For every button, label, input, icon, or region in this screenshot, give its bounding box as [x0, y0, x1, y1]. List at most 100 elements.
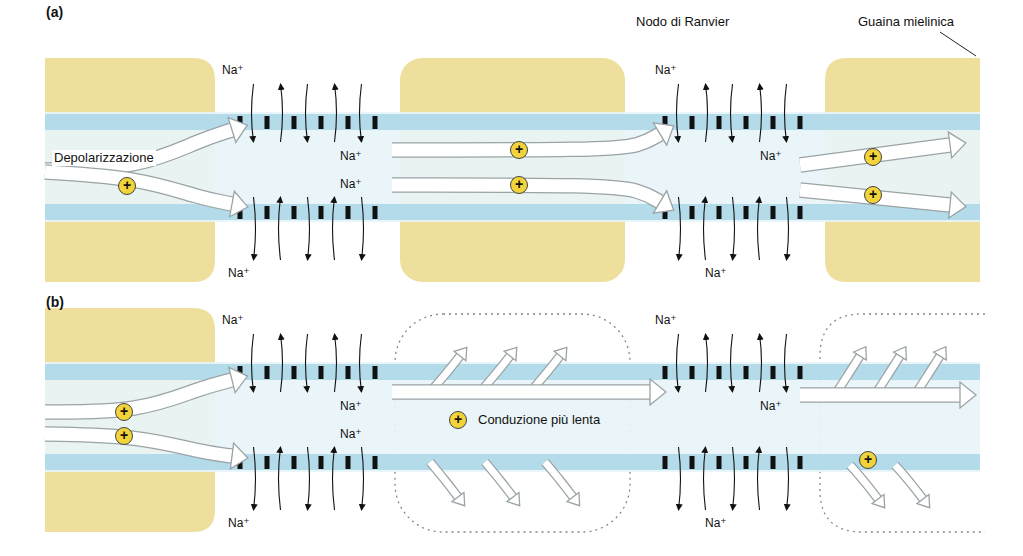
ion-channel — [319, 456, 324, 469]
ion-label: Na⁺ — [760, 148, 782, 164]
ion-channel — [690, 456, 695, 469]
current-arrow-head — [960, 382, 976, 408]
current-arrow-outline — [800, 145, 950, 165]
ion-flow-arrow — [281, 334, 283, 392]
current-arrow — [45, 367, 248, 412]
current-arrow — [800, 190, 966, 218]
channels-and-currents — [45, 84, 976, 510]
current-arrow-body — [45, 172, 232, 204]
current-arrow-head — [872, 494, 885, 507]
ion-flow-arrow — [785, 334, 787, 392]
current-arrow — [45, 434, 248, 469]
ion-flow-arrow — [333, 447, 335, 510]
ion-label: Na⁺ — [705, 515, 727, 531]
current-arrow-head — [554, 347, 567, 360]
ion-channel — [373, 456, 378, 469]
ion-flow-arrow — [679, 197, 681, 260]
current-arrow-body — [430, 462, 458, 497]
axon — [45, 112, 980, 222]
ion-flow-arrow — [306, 84, 308, 142]
ion-flow-arrow — [360, 334, 362, 392]
part-label: Nodo di Ranvier — [636, 14, 729, 30]
ion-channel — [798, 456, 803, 469]
ion-label: Na⁺ — [228, 515, 250, 531]
ion-flow-arrow — [706, 334, 708, 392]
current-arrow — [895, 465, 930, 508]
current-arrow-head — [504, 347, 517, 360]
ion-label: Na⁺ — [705, 265, 727, 281]
ion-channel — [717, 206, 722, 219]
panel-b — [45, 308, 985, 532]
charge-marker: + — [864, 186, 882, 204]
ion-flow-arrow — [335, 334, 337, 392]
current-arrow-head — [452, 492, 465, 505]
part-label: Depolarizzazione — [52, 150, 156, 166]
axon-membrane — [45, 204, 980, 220]
ion-flow-arrow — [279, 447, 281, 510]
current-arrow-outline — [430, 462, 458, 497]
ion-channel — [717, 366, 722, 379]
ion-channel — [798, 366, 803, 379]
ion-channel — [346, 456, 351, 469]
ion-channel — [690, 206, 695, 219]
ion-flow-arrow — [731, 84, 733, 142]
leader-line — [940, 32, 976, 56]
current-arrow-head — [230, 443, 247, 469]
ion-channel — [744, 366, 749, 379]
ion-channel — [373, 206, 378, 219]
charge-marker: + — [510, 176, 528, 194]
ion-channel — [717, 456, 722, 469]
current-arrow-body — [545, 462, 573, 497]
ion-channel — [690, 116, 695, 129]
ion-channel — [265, 456, 270, 469]
charge-marker: + — [115, 427, 133, 445]
ion-label: Na⁺ — [222, 312, 244, 328]
ion-channel — [373, 366, 378, 379]
ion-flow-arrow — [362, 447, 364, 510]
current-arrow — [392, 379, 666, 405]
ion-channel — [744, 456, 749, 469]
ion-flow-arrow — [760, 84, 762, 142]
ion-label: Na⁺ — [340, 398, 362, 414]
ion-flow-arrow — [677, 84, 679, 142]
current-arrow-head — [653, 123, 673, 145]
ion-channel — [771, 456, 776, 469]
panel-letter: (a) — [46, 4, 63, 20]
ion-channel — [690, 366, 695, 379]
current-arrow-head — [229, 367, 248, 392]
ion-channel — [265, 206, 270, 219]
current-arrow-head — [854, 347, 867, 360]
current-arrow-body — [45, 380, 232, 412]
ion-flow-arrow — [281, 84, 283, 142]
current-arrow-outline — [45, 434, 232, 456]
ion-channel — [744, 206, 749, 219]
ion-flow-arrow — [706, 84, 708, 142]
current-arrow-head — [567, 492, 580, 505]
current-arrow-body — [850, 465, 878, 499]
charge-marker: + — [118, 177, 136, 195]
ion-flow-arrow — [279, 197, 281, 260]
ion-channel — [771, 366, 776, 379]
axon-membrane — [45, 114, 980, 130]
current-arrow-head — [934, 347, 947, 360]
current-arrow-head — [228, 118, 247, 143]
current-arrow — [800, 382, 976, 408]
ion-flow-arrow — [787, 197, 789, 260]
current-arrow — [430, 462, 465, 506]
ion-flow-arrow — [785, 84, 787, 142]
ion-channel — [346, 366, 351, 379]
ion-label: Na⁺ — [222, 62, 244, 78]
charge-marker: + — [859, 451, 877, 469]
ion-channel — [265, 366, 270, 379]
current-arrow-body — [392, 386, 650, 399]
current-arrow-outline — [45, 172, 232, 204]
part-label: Guaina mielinica — [858, 14, 954, 30]
ion-channel — [663, 456, 668, 469]
ion-flow-arrow — [677, 334, 679, 392]
ion-flow-arrow — [731, 334, 733, 392]
current-arrow-head — [948, 132, 966, 158]
current-arrow-outline — [45, 380, 232, 412]
current-arrow-body — [485, 462, 513, 497]
ion-label: Na⁺ — [760, 398, 782, 414]
